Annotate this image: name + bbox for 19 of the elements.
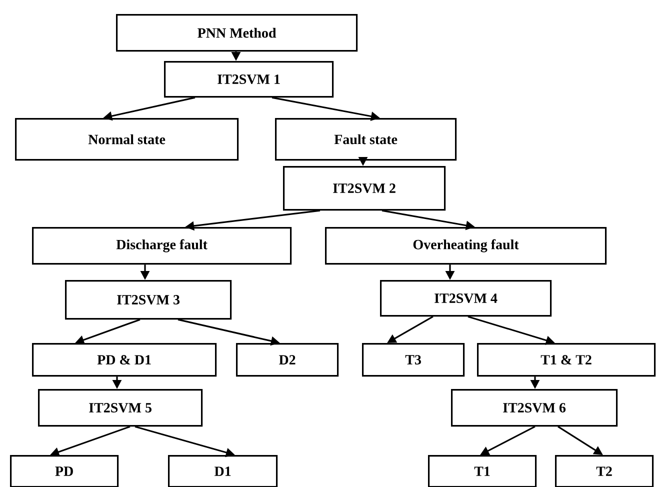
process-box: Overheating fault	[325, 226, 607, 265]
process-box: T1 & T2	[477, 342, 656, 377]
process-box: D1	[168, 454, 278, 487]
process-box: IT2SVM 6	[451, 389, 618, 427]
process-box: D2	[236, 342, 339, 377]
process-box: IT2SVM 5	[38, 389, 203, 427]
process-box: T3	[362, 342, 465, 377]
process-box: Discharge fault	[32, 226, 292, 265]
process-box: PD & D1	[32, 342, 217, 377]
process-box: Normal state	[15, 118, 239, 161]
process-box: IT2SVM 2	[283, 166, 446, 211]
process-box: T1	[428, 454, 537, 487]
process-box: PNN Method	[116, 14, 358, 52]
process-box: IT2SVM 3	[65, 280, 232, 320]
process-box: Fault state	[275, 118, 457, 161]
process-box: T2	[555, 454, 654, 487]
process-box: IT2SVM 1	[164, 61, 334, 98]
process-box: PD	[10, 454, 119, 487]
process-box: IT2SVM 4	[380, 280, 552, 317]
